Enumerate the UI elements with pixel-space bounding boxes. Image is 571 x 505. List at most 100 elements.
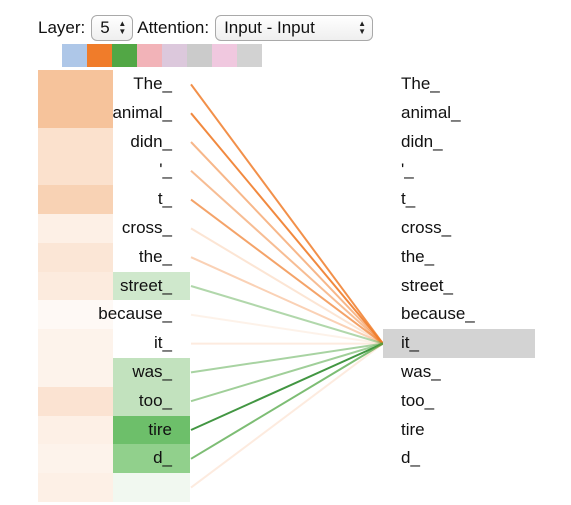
dropdown-arrows-icon: ▲▼: [358, 19, 367, 36]
left-token-text: it_: [154, 333, 172, 353]
attention-heat-cell: [113, 473, 190, 502]
left-token[interactable]: the_: [38, 242, 190, 272]
right-token-selected[interactable]: it_: [383, 329, 535, 358]
attention-heat-cell: [113, 444, 190, 474]
right-token[interactable]: d_: [383, 444, 535, 473]
left-token-text: too_: [138, 390, 172, 410]
attention-line: [190, 342, 384, 431]
attention-heat-cell: [38, 444, 113, 474]
right-token-text: The_: [401, 74, 440, 93]
attention-heat-cell: [113, 242, 190, 272]
right-token[interactable]: street_: [383, 272, 535, 301]
left-token[interactable]: tire: [38, 415, 190, 445]
right-token-text: it_: [401, 333, 419, 353]
right-token[interactable]: because_: [383, 300, 535, 329]
attention-heat-cell: [113, 415, 190, 445]
head-swatch-2[interactable]: [87, 44, 112, 67]
right-token[interactable]: was_: [383, 358, 535, 387]
right-token[interactable]: '_: [383, 156, 535, 185]
attention-heat-cell: [113, 98, 190, 128]
left-token[interactable]: because_: [38, 300, 190, 330]
attention-heat-cell: [38, 70, 113, 99]
left-token-text: animal_: [112, 102, 172, 122]
attention-line: [190, 285, 384, 345]
right-token-text: tire: [401, 419, 425, 439]
left-token[interactable]: animal_: [38, 98, 190, 128]
left-token[interactable]: street_: [38, 271, 190, 301]
attention-heat-cell: [113, 300, 190, 330]
right-token[interactable]: animal_: [383, 99, 535, 128]
left-token[interactable]: t_: [38, 185, 190, 214]
attention-heat-cell: [113, 271, 190, 301]
right-token[interactable]: t_: [383, 185, 535, 214]
attention-line: [190, 141, 384, 345]
attention-line: [190, 342, 384, 403]
attention-line: [190, 227, 384, 345]
left-token[interactable]: [38, 473, 190, 502]
attention-line: [190, 256, 384, 345]
right-token-text: was_: [401, 361, 441, 381]
head-color-swatches: [62, 44, 262, 67]
attention-heat-cell: [38, 242, 113, 272]
attention-line: [190, 112, 384, 345]
left-token-text: The_: [133, 74, 172, 93]
right-token-text: street_: [401, 275, 453, 295]
left-token[interactable]: cross_: [38, 213, 190, 243]
attention-heat-cell: [113, 185, 190, 214]
right-token-text: because_: [401, 304, 475, 324]
attention-label: Attention:: [137, 18, 210, 37]
right-token-text: t_: [401, 189, 416, 209]
head-swatch-3[interactable]: [112, 44, 137, 67]
head-swatch-4[interactable]: [137, 44, 162, 67]
layer-select[interactable]: 5 ▲▼: [91, 15, 134, 41]
left-token-text: was_: [132, 361, 172, 381]
left-token[interactable]: '_: [38, 156, 190, 186]
head-swatch-7[interactable]: [212, 44, 237, 67]
right-token[interactable]: The_: [383, 70, 535, 99]
attention-heat-cell: [38, 357, 113, 387]
right-token-text: cross_: [401, 217, 452, 237]
attention-value: Input - Input: [224, 18, 315, 37]
attention-line: [190, 170, 384, 345]
head-swatch-5[interactable]: [162, 44, 187, 67]
left-token[interactable]: The_: [38, 70, 190, 99]
right-token-text: the_: [401, 246, 435, 266]
right-token[interactable]: cross_: [383, 214, 535, 243]
attention-line: [190, 342, 384, 460]
attention-select[interactable]: Input - Input ▲▼: [215, 15, 374, 41]
right-token[interactable]: too_: [383, 387, 535, 416]
left-token-text: cross_: [121, 217, 172, 237]
attention-heat-cell: [113, 329, 190, 358]
head-swatch-8[interactable]: [237, 44, 262, 67]
attention-heat-cell: [113, 386, 190, 416]
right-token[interactable]: didn_: [383, 128, 535, 157]
right-token[interactable]: the_: [383, 243, 535, 272]
left-token[interactable]: was_: [38, 357, 190, 387]
right-token-column: The_ animal_ didn_ '_ t_ cross_ the_ street_bec…: [383, 70, 535, 473]
attention-heat-cell: [38, 271, 113, 301]
left-token[interactable]: too_: [38, 386, 190, 416]
right-token-text: '_: [401, 160, 414, 180]
left-token-text: street_: [120, 275, 172, 295]
attention-heat-cell: [113, 127, 190, 157]
attention-line: [190, 342, 384, 374]
attention-heat-cell: [38, 213, 113, 243]
right-token[interactable]: tire: [383, 416, 535, 445]
attention-line: [190, 342, 384, 489]
layer-label: Layer:: [38, 18, 86, 37]
head-swatch-6[interactable]: [187, 44, 212, 67]
left-token[interactable]: it_: [38, 329, 190, 358]
left-token-text: didn_: [130, 131, 172, 151]
left-token-text: t_: [157, 189, 172, 209]
attention-heat-cell: [38, 329, 113, 358]
attention-heat-cell: [113, 213, 190, 243]
left-token-column: The_ animal_ didn_ '_ t_ cross_ the_ street_bec…: [38, 70, 190, 502]
left-token[interactable]: d_: [38, 444, 190, 474]
right-token-text: didn_: [401, 131, 443, 151]
attention-heat-cell: [38, 127, 113, 157]
left-token[interactable]: didn_: [38, 127, 190, 157]
attention-controls: Layer: 5 ▲▼ Attention: Input - Input ▲▼: [38, 14, 374, 42]
attention-line: [190, 198, 384, 345]
head-swatch-1[interactable]: [62, 44, 87, 67]
